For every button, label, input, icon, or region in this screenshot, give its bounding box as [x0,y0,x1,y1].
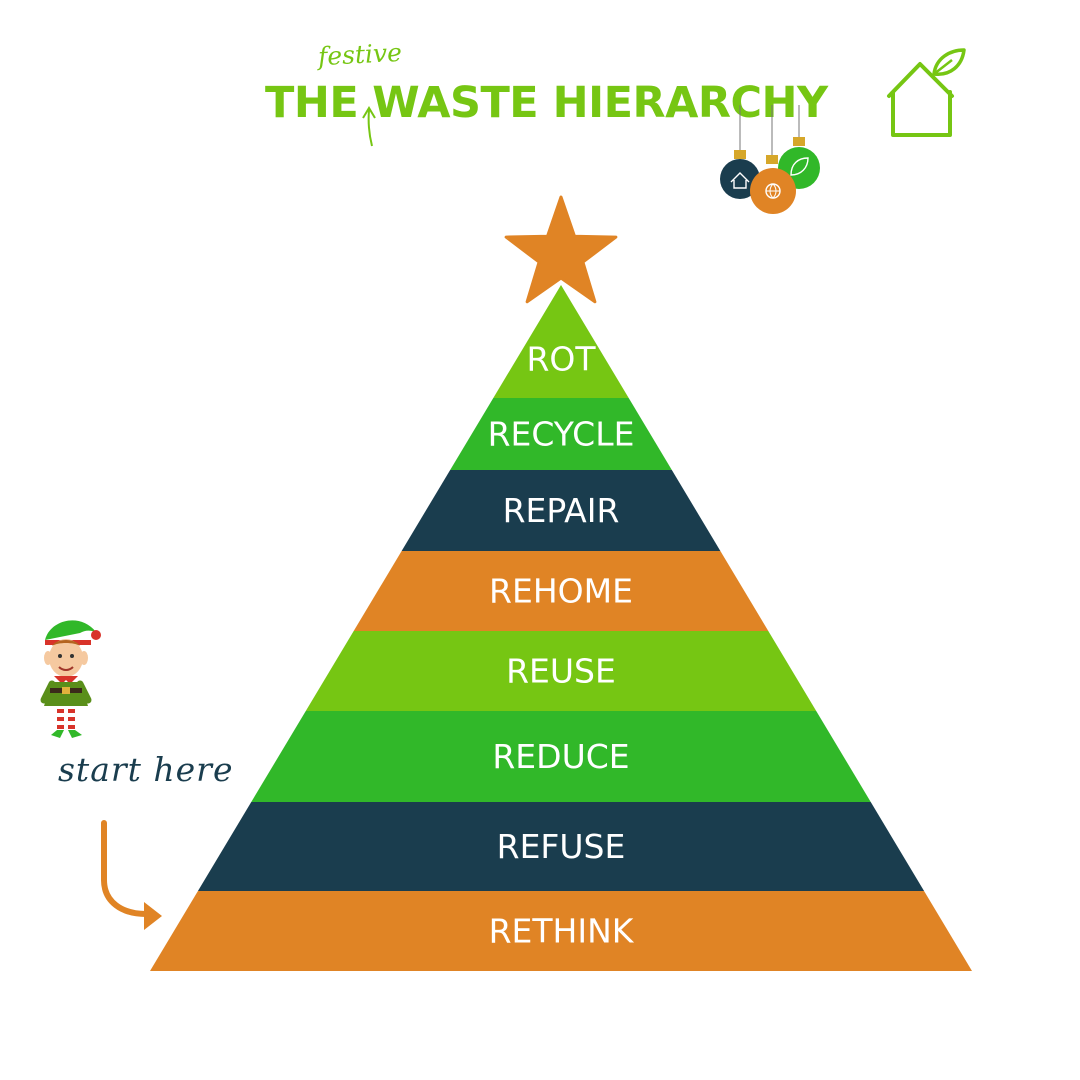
pyramid-label-recycle: RECYCLE [488,415,635,454]
title-word-waste-hierarchy: WASTE HIERARCHY [372,78,828,128]
pyramid-level-rehome: REHOME [353,551,769,631]
pyramid-level-rot: ROT [493,285,629,398]
pyramid-level-reuse: REUSE [305,631,817,711]
page-title: THE WASTE HIERARCHY [265,78,828,128]
pyramid-level-reduce: REDUCE [251,711,871,802]
pyramid-label-refuse: REFUSE [497,827,626,866]
pyramid-band-rot [493,285,629,398]
pyramid-label-rehome: REHOME [489,572,633,611]
pyramid-level-repair: REPAIR [401,470,721,551]
star-icon [504,195,618,304]
pyramid-band-repair [401,470,721,551]
pyramid-level-rethink: RETHINK [150,891,972,971]
pyramid-label-rethink: RETHINK [489,912,635,951]
pyramid-band-recycle [450,398,672,470]
pyramid-label-reuse: REUSE [506,652,616,691]
pyramid-label-repair: REPAIR [503,491,620,530]
pyramid-level-refuse: REFUSE [197,802,925,891]
pyramid-band-refuse [197,802,925,891]
title-word-the: THE [265,78,359,128]
pyramid-band-reuse [305,631,817,711]
pyramid-band-rehome [353,551,769,631]
pyramid-label-reduce: REDUCE [492,737,629,776]
pyramid-band-reduce [251,711,871,802]
pyramid-label-rot: ROT [526,340,596,379]
start-here-note: start here [58,750,234,789]
pyramid-level-recycle: RECYCLE [450,398,672,470]
pyramid-band-rethink [150,891,972,971]
